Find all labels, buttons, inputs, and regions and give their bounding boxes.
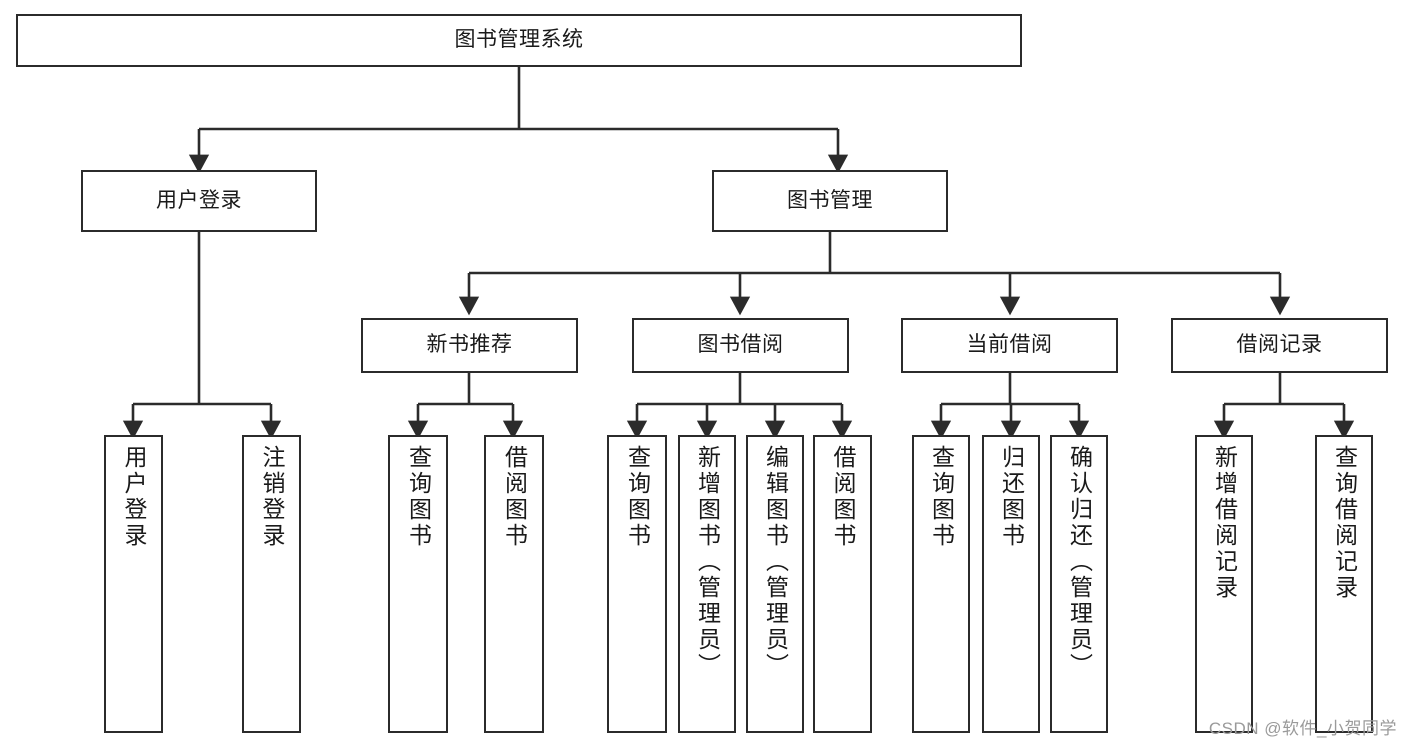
leaf-new-book-query-book[interactable]: 查询图书 (388, 435, 448, 733)
node-label: 用户登录 (156, 188, 242, 212)
node-label: 新增图书（管理员） (694, 445, 721, 679)
node-label: 查询借阅记录 (1331, 445, 1358, 601)
node-label: 借阅图书 (501, 445, 528, 549)
leaf-borrow-record-add-record[interactable]: 新增借阅记录 (1195, 435, 1253, 733)
node-label: 图书管理系统 (454, 28, 584, 52)
node-label: 编辑图书（管理员） (762, 445, 789, 679)
node-book-management[interactable]: 图书管理 (712, 170, 948, 232)
node-current-borrow[interactable]: 当前借阅 (901, 318, 1118, 373)
leaf-new-book-borrow-book[interactable]: 借阅图书 (484, 435, 544, 733)
leaf-book-borrow-query-book[interactable]: 查询图书 (607, 435, 667, 733)
node-label: 图书借阅 (697, 333, 784, 357)
leaf-user-login-logout[interactable]: 注销登录 (242, 435, 301, 733)
node-label: 当前借阅 (966, 333, 1053, 357)
leaf-book-borrow-borrow-book[interactable]: 借阅图书 (813, 435, 872, 733)
node-label: 图书管理 (787, 188, 873, 212)
node-label: 新增借阅记录 (1211, 445, 1238, 601)
node-label: 查询图书 (405, 445, 432, 549)
node-user-login[interactable]: 用户登录 (81, 170, 317, 232)
csdn-watermark: CSDN @软件_小贺同学 (1208, 719, 1397, 738)
node-new-book-recommend[interactable]: 新书推荐 (361, 318, 578, 373)
node-label: 借阅记录 (1236, 333, 1323, 357)
node-label: 借阅图书 (830, 445, 856, 549)
node-root-book-management-system[interactable]: 图书管理系统 (16, 14, 1022, 67)
node-label: 查询图书 (928, 445, 955, 549)
leaf-current-borrow-query-book[interactable]: 查询图书 (912, 435, 970, 733)
node-label: 用户登录 (121, 445, 147, 549)
node-book-borrow[interactable]: 图书借阅 (632, 318, 849, 373)
node-label: 新书推荐 (426, 333, 513, 357)
node-label: 归还图书 (998, 445, 1025, 549)
leaf-borrow-record-query-record[interactable]: 查询借阅记录 (1315, 435, 1373, 733)
node-label: 查询图书 (624, 445, 651, 549)
node-borrow-record[interactable]: 借阅记录 (1171, 318, 1388, 373)
leaf-current-borrow-confirm-return-admin[interactable]: 确认归还（管理员） (1050, 435, 1108, 733)
leaf-book-borrow-edit-book-admin[interactable]: 编辑图书（管理员） (746, 435, 804, 733)
leaf-book-borrow-add-book-admin[interactable]: 新增图书（管理员） (678, 435, 736, 733)
node-label: 确认归还（管理员） (1066, 445, 1093, 679)
leaf-user-login-login[interactable]: 用户登录 (104, 435, 163, 733)
leaf-current-borrow-return-book[interactable]: 归还图书 (982, 435, 1040, 733)
node-label: 注销登录 (259, 445, 285, 549)
